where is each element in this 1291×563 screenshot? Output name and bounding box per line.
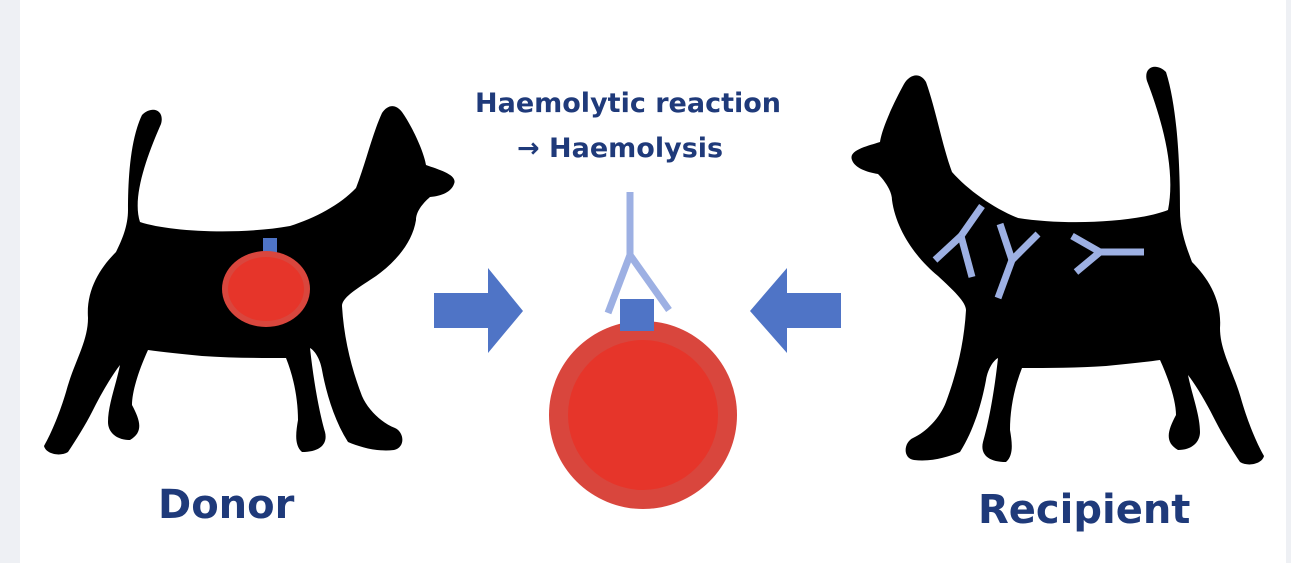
reaction-result: → Haemolysis xyxy=(517,133,723,164)
recipient-dog-silhouette-icon xyxy=(851,66,1264,465)
recipient-antibody-1-icon xyxy=(932,203,985,278)
recipient-antibody-2-icon xyxy=(994,222,1041,300)
donor-red-cell xyxy=(222,238,310,327)
diagram-canvas xyxy=(44,66,1264,509)
central-antibody-icon xyxy=(604,192,672,315)
donor-label: Donor xyxy=(158,482,295,528)
donor-cell-core xyxy=(228,257,304,321)
reaction-result-text: Haemolysis xyxy=(549,133,724,164)
left-block-arrow xyxy=(434,268,523,353)
recipient-antibodies xyxy=(932,203,1144,300)
right-block-arrow xyxy=(750,268,841,353)
central-antigen xyxy=(620,299,654,331)
right-arrow-icon: → xyxy=(517,133,540,164)
slide: Haemolytic reaction → Haemolysis Donor R… xyxy=(20,0,1286,563)
reaction-title: Haemolytic reaction xyxy=(475,88,782,119)
donor-antigen xyxy=(263,238,277,253)
central-red-cell xyxy=(549,299,737,509)
recipient-dog-body xyxy=(851,66,1264,465)
recipient-antibody-3-icon xyxy=(1070,232,1144,275)
recipient-label: Recipient xyxy=(978,487,1191,533)
central-cell-core xyxy=(568,340,718,490)
